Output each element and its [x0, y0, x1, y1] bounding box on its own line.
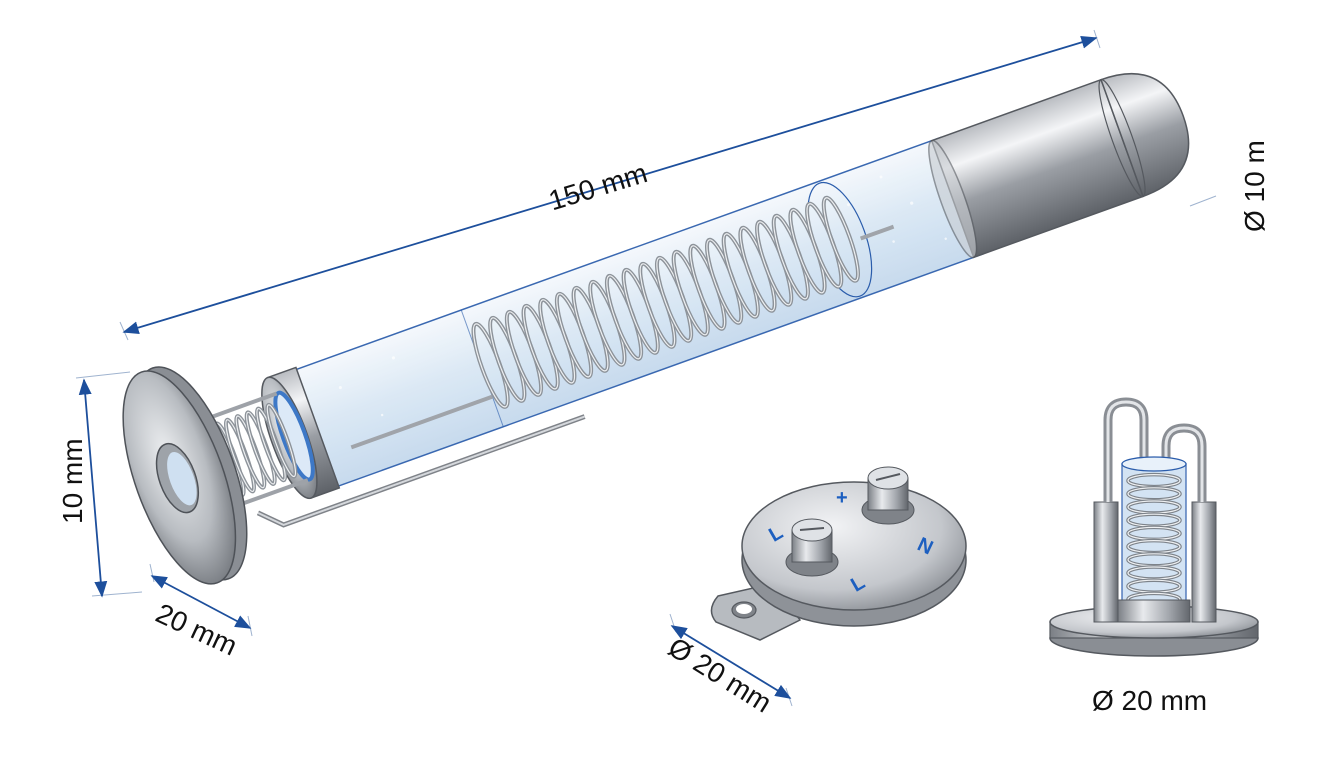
coil-base-diameter-label: Ø 20 mm — [1092, 685, 1207, 716]
terminal-screw-right — [861, 466, 915, 525]
end-diameter-label: Ø 10 m — [1239, 140, 1270, 232]
end-cap-dome — [1100, 72, 1190, 198]
holder-post-right — [1191, 501, 1217, 623]
base-diameter-label: Ø 20 mm — [663, 631, 777, 718]
mark-plus: + — [836, 487, 848, 509]
flange-height-dimension-line — [78, 378, 108, 598]
coil-lead-rod — [350, 394, 494, 450]
flange-height-label: 10 mm — [57, 438, 88, 524]
flange-width-label: 20 mm — [151, 597, 242, 661]
holder-coil — [1126, 472, 1182, 608]
terminal-base: + L N L — [710, 466, 967, 641]
dimension-lines — [75, 29, 1217, 707]
coil-turn-highlight — [266, 404, 297, 478]
length-dimension-line — [122, 36, 1098, 334]
flange-width-dimension-line — [150, 575, 252, 629]
terminal-screw-left — [785, 518, 839, 577]
coil-holder — [1049, 397, 1259, 657]
holder-post-left — [1093, 501, 1119, 623]
length-label: 150 mm — [545, 157, 651, 216]
base-diameter-dimension-line — [670, 625, 792, 699]
tube-heater — [122, 72, 1190, 585]
